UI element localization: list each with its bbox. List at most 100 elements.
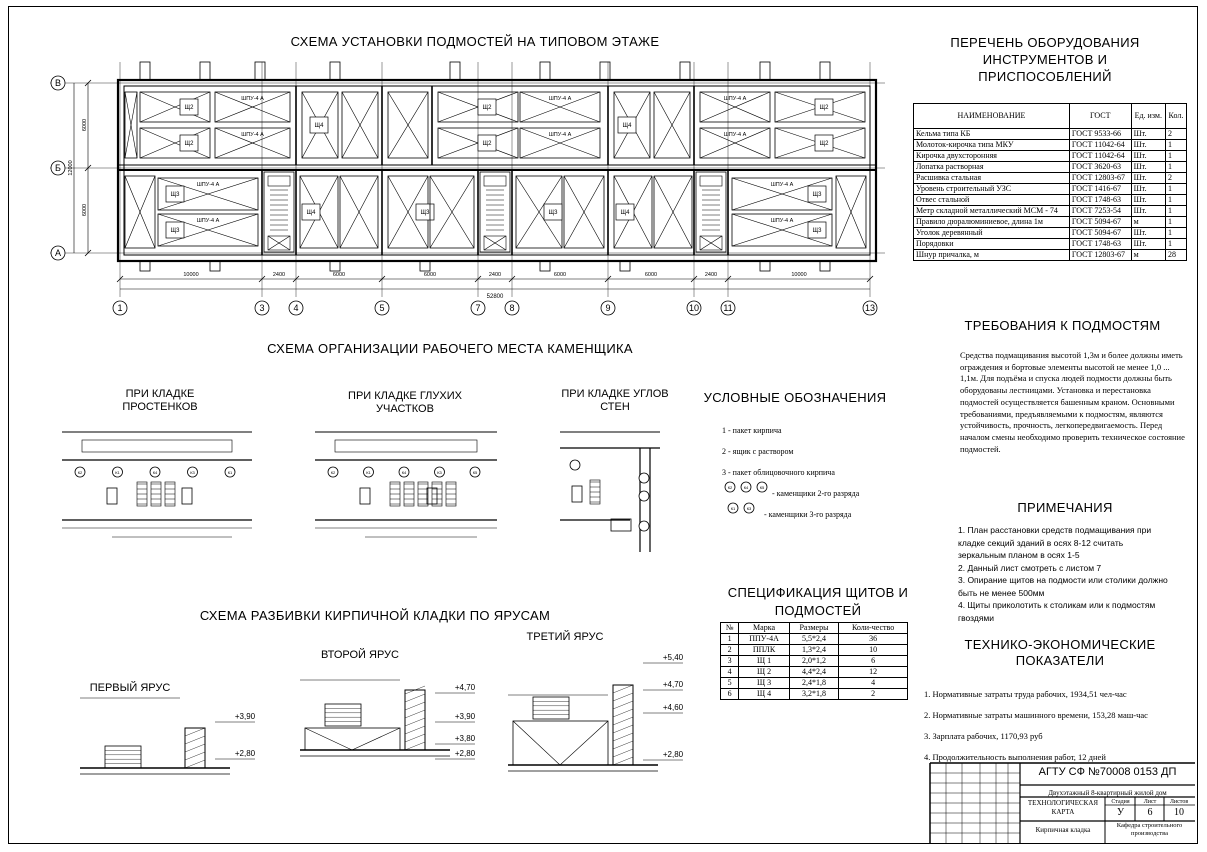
brick-pack [431, 481, 443, 507]
wall-pier [449, 61, 461, 81]
brick-pack [445, 481, 457, 507]
stamp-code: АГТУ СФ №70008 0153 ДП [1038, 766, 1177, 778]
wall-pier [819, 61, 831, 81]
axis-label: 7 [475, 303, 480, 313]
wall-pier [329, 260, 341, 272]
axis-marker [504, 300, 520, 316]
tier-scheme: +4,70+3,90+3,80+2,80 [300, 679, 476, 760]
wall-hatch [612, 708, 634, 718]
worker-label: К1 [115, 470, 120, 475]
title-tei: ТЕХНИКО-ЭКОНОМИЧЕСКИЕ ПОКАЗАТЕЛИ [964, 637, 1156, 668]
axis-marker [50, 75, 66, 91]
worker-mark [187, 466, 198, 478]
tei-item: 2. Нормативные затраты машинного времени… [924, 710, 1148, 720]
brick-pack [104, 745, 142, 769]
brick-pack [532, 696, 570, 720]
scaffold-label: ШПУ-4 А [549, 132, 572, 138]
axis-label: 3 [259, 303, 264, 313]
wall-hatch [184, 759, 206, 769]
panel-label: Щ2 [185, 105, 195, 111]
spec-cell: 2 [838, 688, 908, 700]
scaffold-cross [139, 91, 211, 123]
stamp-work: Кирпичная кладка [1035, 826, 1091, 834]
requirements-text: Средства подмащивания высотой 1,3м и бол… [960, 350, 1185, 454]
wall-pier [139, 61, 151, 81]
axis-marker [112, 300, 128, 316]
stair-landing [483, 175, 507, 187]
worker-mark [149, 466, 161, 478]
tier-scheme: +3,90+2,80 [80, 697, 256, 775]
worker-mark [398, 466, 410, 478]
worker-label: К3 [190, 470, 195, 475]
tei-item: 4. Продолжительность выполнения работ, 1… [924, 752, 1106, 762]
dimension-tick [508, 275, 516, 283]
scaffold-cross [387, 91, 429, 159]
stair-landing [699, 235, 723, 251]
axis-marker [686, 300, 702, 316]
brick-pack [136, 481, 148, 507]
dimension-tick [378, 275, 386, 283]
wall-hatch [404, 693, 426, 703]
scaffold-panel [437, 127, 519, 159]
subtitle-piers: ПРИ КЛАДКЕ ПРОСТЕНКОВ [122, 388, 198, 413]
level-mark: +3,90 [455, 712, 476, 721]
wall-pier [759, 260, 771, 272]
equipment-header: ГОСТ [1068, 103, 1132, 129]
notes-list: 1. План расстановки средств подмащивания… [958, 524, 1173, 624]
level-mark: +4,70 [455, 683, 476, 692]
equipment-cell: 1 [1164, 227, 1188, 239]
dimension-total: 12000 [68, 160, 74, 175]
scaffold-label: ШПУ-4 А [771, 182, 794, 188]
axis-marker [288, 300, 304, 316]
legend-worker-label: К5 [760, 485, 765, 490]
wall-pier [539, 61, 551, 81]
scaffold-panel [429, 175, 475, 249]
stamp-stage-head: Стадия [1111, 799, 1130, 805]
title-floor-scheme: СХЕМА УСТАНОВКИ ПОДМОСТЕЙ НА ТИПОВОМ ЭТА… [290, 34, 660, 49]
mortar-box [571, 485, 583, 503]
stamp-sheets-head: Листов [1169, 799, 1189, 805]
workplace-corner [560, 431, 660, 552]
legend-list: 1 - пакет кирпича 2 - ящик с раствором 3… [722, 420, 859, 525]
wall-pier [679, 61, 691, 81]
legend-worker-mark [727, 502, 739, 514]
scaffold-cross [429, 175, 475, 249]
dimension-tick [866, 275, 874, 283]
scaffold-cross [214, 91, 291, 123]
wall-hatch [404, 741, 426, 751]
dimension-value: 6000 [333, 272, 345, 278]
wall-hatch [612, 700, 634, 710]
dimension-value: 6000 [82, 119, 88, 131]
scaffold-cross [124, 175, 156, 249]
panel-label: Щ3 [171, 228, 181, 234]
wall-pier [619, 260, 631, 272]
axis-marker [374, 300, 390, 316]
panel-shield [165, 185, 185, 203]
worker-label: К3 [437, 470, 442, 475]
wall-hatch [184, 743, 206, 753]
panel-label: Щ4 [621, 210, 631, 216]
worker-mark [112, 466, 123, 478]
note-item: 4. Щиты приколотить к столикам или к под… [958, 600, 1156, 623]
wall-pier [599, 61, 611, 81]
worker-mark [363, 466, 374, 478]
mortar-box [359, 487, 371, 505]
dimension-tick [84, 164, 92, 172]
scaffold-cross [699, 235, 723, 251]
legend-worker-mark [743, 502, 755, 514]
spec-cell: 6 [719, 688, 740, 700]
dimension-value: 2400 [489, 272, 501, 278]
level-mark: +4,60 [663, 703, 684, 712]
axis-marker [862, 300, 878, 316]
equipment-header: НАИМЕНОВАНИЕ [913, 103, 1070, 129]
wall-strip [334, 439, 478, 453]
dimension-value: 6000 [645, 272, 657, 278]
wall-hatch [612, 756, 634, 766]
panel-shield [309, 116, 329, 134]
